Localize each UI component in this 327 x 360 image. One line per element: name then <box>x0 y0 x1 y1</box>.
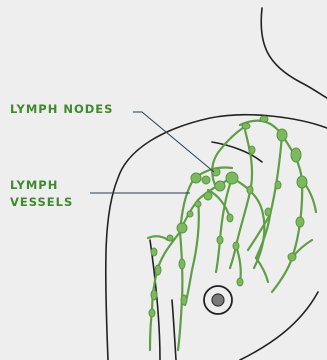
lymph-node <box>233 242 239 250</box>
lymph-nodes-text: LYMPH NODES <box>10 101 113 118</box>
lymph-node <box>265 208 271 216</box>
lymph-node <box>260 116 268 122</box>
lymph-node <box>249 146 255 154</box>
lymph-node <box>217 236 223 244</box>
lymph-node <box>227 214 233 222</box>
lymph-node <box>195 201 201 207</box>
lymph-node <box>247 186 253 194</box>
lymph-node <box>151 248 157 256</box>
lymph-node <box>275 181 281 189</box>
lymph-node <box>297 176 307 188</box>
lymph-node <box>179 259 185 269</box>
lymph-vessels-text-line1: LYMPH <box>10 177 73 194</box>
leader-line-nodes <box>133 112 214 172</box>
breast-contour <box>240 292 318 360</box>
lymph-vessels-text-line2: VESSELS <box>10 194 73 211</box>
lymph-node <box>155 265 161 275</box>
lymph-node <box>202 176 210 184</box>
lymph-node <box>177 223 187 233</box>
lymph-node <box>204 192 212 200</box>
lymph-node <box>277 129 287 141</box>
lymph-node <box>215 181 225 191</box>
lymph-vessels-label: LYMPH VESSELS <box>10 177 73 211</box>
lymph-node <box>242 123 250 129</box>
lymph-node <box>226 172 238 184</box>
lymph-node <box>149 309 155 317</box>
lymph-node <box>237 278 243 286</box>
lymph-nodes-label: LYMPH NODES <box>10 101 113 118</box>
lymph-node <box>167 235 173 241</box>
inner-arm-line <box>172 300 176 360</box>
lymph-node <box>212 168 220 176</box>
lymph-node <box>187 211 193 217</box>
neck-line <box>261 8 327 98</box>
lymph-node <box>296 217 304 227</box>
lymph-node <box>151 290 157 300</box>
lymph-node <box>191 173 201 183</box>
lymph-node <box>181 295 187 305</box>
nipple <box>204 286 232 314</box>
lymph-node <box>291 148 301 162</box>
lymph-node <box>288 253 296 261</box>
